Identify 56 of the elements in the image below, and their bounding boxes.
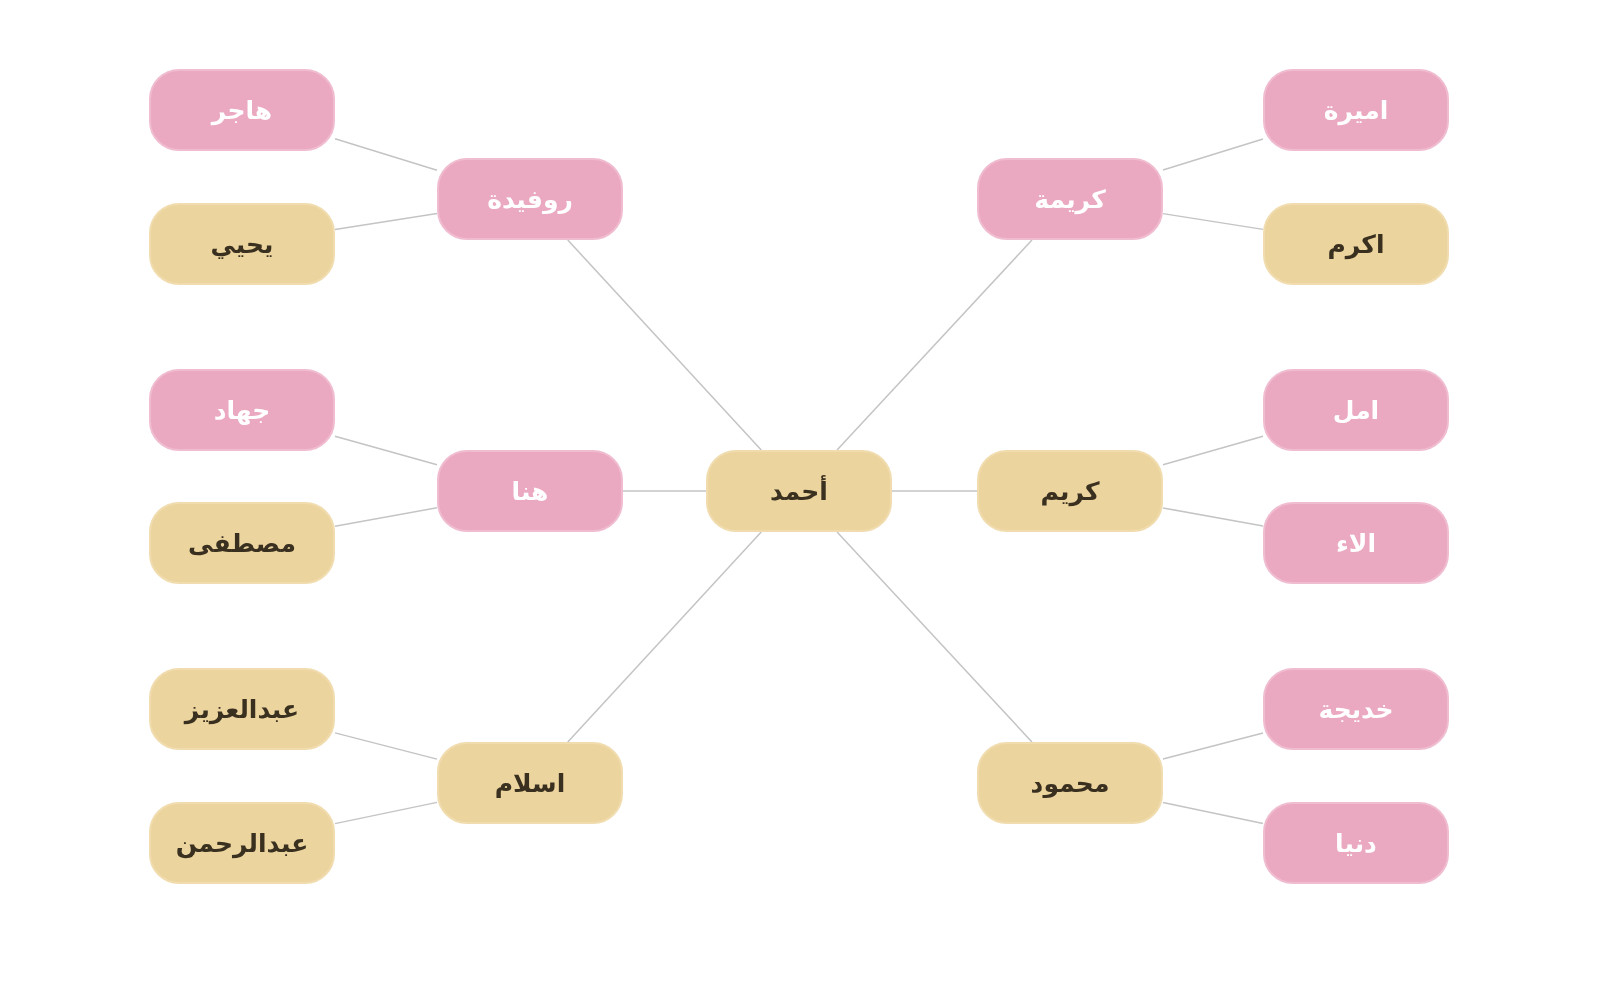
connector-line — [567, 531, 762, 743]
connector-line — [836, 239, 1033, 451]
name-node — [1263, 369, 1449, 451]
name-node — [1263, 668, 1449, 750]
name-text: اميرة — [1323, 95, 1389, 125]
name-text: اسلام — [494, 768, 566, 798]
name-text: محمود — [1030, 768, 1110, 798]
name-node — [706, 450, 892, 532]
connector-line — [334, 801, 438, 825]
connector-line — [334, 435, 438, 466]
name-text: دنيا — [1335, 828, 1377, 858]
name-node — [1263, 69, 1449, 151]
connector-line — [334, 507, 438, 527]
name-node — [149, 369, 335, 451]
connector-line — [836, 531, 1033, 743]
name-text: مصطفى — [188, 528, 296, 558]
connector-line — [1162, 801, 1264, 825]
connector-line — [1162, 435, 1264, 466]
name-text: عبدالعزيز — [184, 694, 300, 724]
name-node — [437, 742, 623, 824]
name-node — [977, 450, 1163, 532]
name-text: كريم — [1040, 476, 1100, 506]
connector-line — [1162, 507, 1264, 527]
name-text: عبدالرحمن — [175, 828, 309, 858]
connector-line — [334, 138, 438, 171]
name-node — [437, 158, 623, 240]
name-node — [977, 742, 1163, 824]
name-node — [437, 450, 623, 532]
name-text: امل — [1332, 395, 1380, 425]
name-text: هنا — [511, 476, 549, 506]
name-text: خديجة — [1318, 694, 1394, 724]
connector-line — [334, 732, 438, 760]
connector-line — [622, 490, 707, 492]
name-node — [977, 158, 1163, 240]
name-text: هاجر — [211, 95, 273, 125]
connector-line — [1162, 212, 1264, 231]
name-text: كريمة — [1034, 184, 1106, 214]
name-text: جهاد — [213, 395, 271, 425]
connector-line — [891, 490, 978, 492]
name-node — [1263, 502, 1449, 584]
name-node — [149, 69, 335, 151]
name-node — [149, 802, 335, 884]
connector-line — [1162, 732, 1264, 760]
name-node — [1263, 802, 1449, 884]
name-text: روفيدة — [487, 184, 573, 214]
name-text: يحيي — [210, 229, 274, 259]
connector-line — [334, 212, 438, 231]
connector-line — [567, 239, 762, 451]
name-text: أحمد — [770, 476, 828, 506]
name-node — [1263, 203, 1449, 285]
name-node — [149, 502, 335, 584]
name-node — [149, 668, 335, 750]
name-text: الاء — [1336, 528, 1376, 558]
name-text: اكرم — [1327, 229, 1385, 259]
name-node — [149, 203, 335, 285]
connector-line — [1162, 138, 1264, 171]
